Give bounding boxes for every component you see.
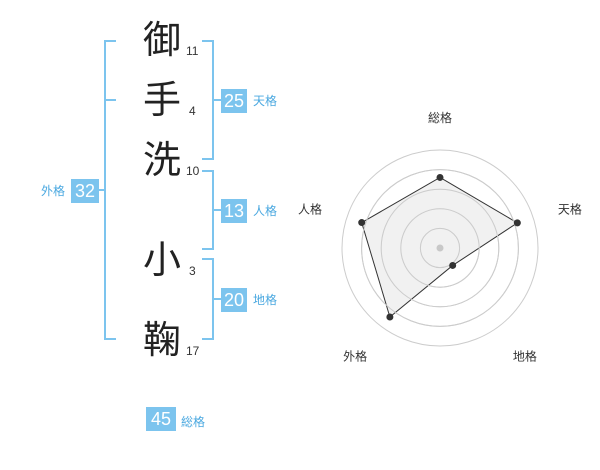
gaikaku-label: 外格: [41, 184, 66, 198]
radar-ring-overlay-4: [361, 169, 519, 327]
stroke-count-2: 4: [189, 104, 196, 118]
radar-point-5: [358, 219, 366, 227]
jinkaku-badge: 13: [221, 199, 247, 223]
stroke-count-3: 10: [186, 164, 200, 178]
tenkaku-label: 天格: [253, 94, 278, 108]
name-char-2: 手: [142, 78, 181, 122]
radar-ring-overlay-2: [400, 208, 480, 288]
radar-axis-label-2: 天格: [558, 202, 582, 217]
stroke-count-4: 3: [189, 264, 196, 278]
gaikaku-split-tick: [104, 99, 116, 101]
stroke-count-1: 11: [186, 44, 199, 58]
radar-axis-label-4: 外格: [343, 348, 367, 363]
soukaku-label: 総格: [181, 415, 206, 429]
gaikaku-badge: 32: [71, 179, 99, 203]
gaikaku-connector: [97, 189, 106, 191]
tenkaku-badge: 25: [221, 89, 247, 113]
name-char-4: 小: [142, 238, 181, 282]
radar-point-3: [449, 261, 457, 269]
chikaku-connector: [212, 298, 221, 300]
radar-center: [436, 244, 444, 252]
radar-axis-label-5: 人格: [298, 202, 322, 217]
jinkaku-label: 人格: [253, 204, 278, 218]
radar-point-1: [436, 173, 444, 181]
radar-point-2: [513, 219, 521, 227]
name-char-3: 洗: [142, 138, 181, 182]
radar-ring-overlay-3: [380, 188, 500, 308]
jinkaku-connector: [212, 209, 221, 211]
chikaku-label: 地格: [253, 293, 278, 307]
radar-axis-label-3: 地格: [513, 348, 537, 363]
radar-axis-label-1: 総格: [428, 110, 452, 125]
stroke-count-5: 17: [186, 344, 200, 358]
tenkaku-connector: [212, 99, 221, 101]
radar-point-4: [386, 313, 394, 321]
radar-ring-overlay-1: [419, 227, 461, 269]
chikaku-badge: 20: [221, 288, 247, 312]
name-char-5: 鞠: [142, 318, 181, 362]
name-char-1: 御: [142, 18, 181, 62]
soukaku-badge: 45: [146, 407, 176, 431]
